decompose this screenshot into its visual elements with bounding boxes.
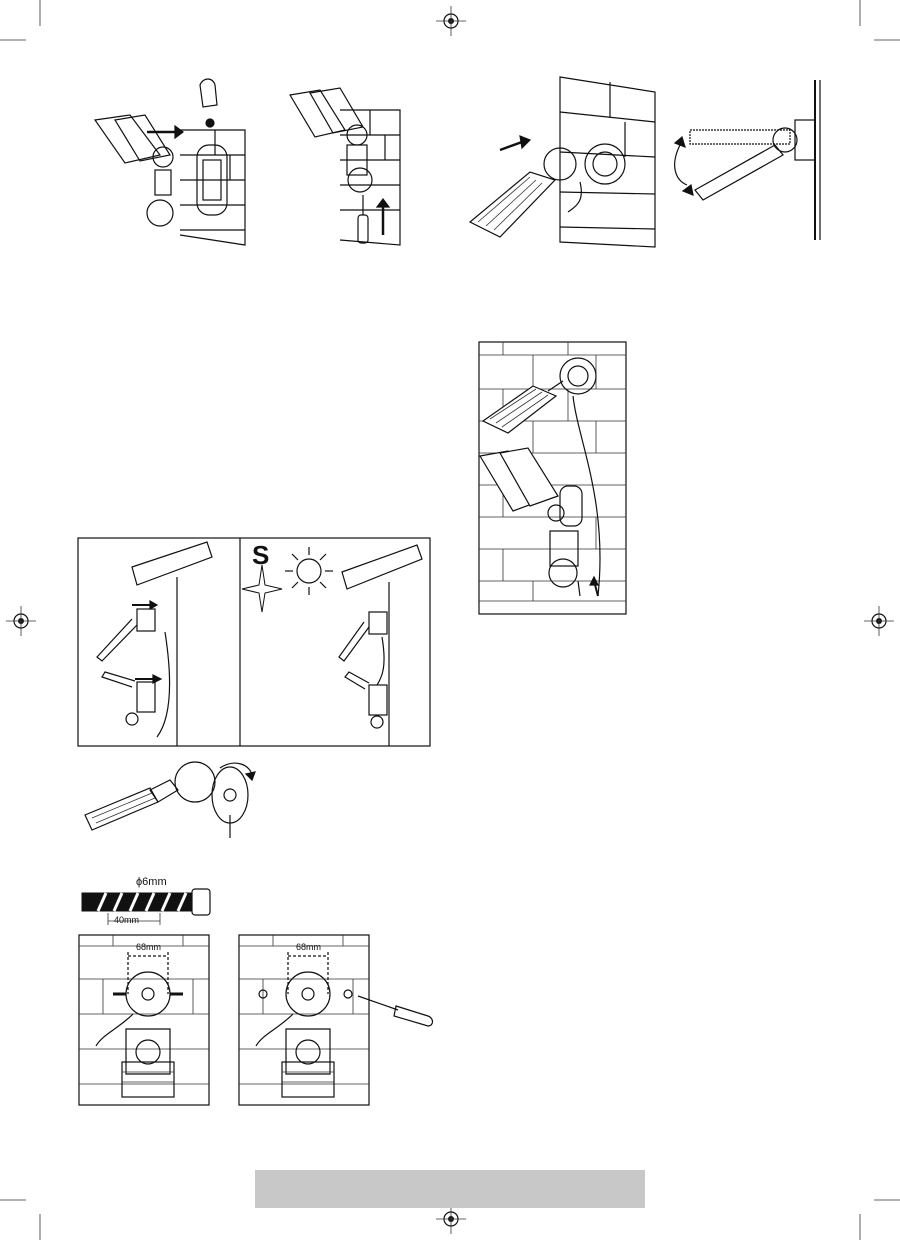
registration-mark-top [436,6,466,36]
figure-full-assembly-wall [478,341,627,615]
registration-mark-right [864,606,894,636]
figure-wall-bracket-spacing-left [78,934,210,1106]
figure-tighten-screw [289,87,401,246]
figure-rotate-bracket [84,761,256,838]
figure-south-sun-orientation [77,537,431,747]
figure-light-mounting-bracket [93,78,246,246]
registration-mark-bottom [436,1204,466,1234]
figure-solar-panel-mounting [468,76,656,248]
figure-wall-bracket-spacing-right [238,934,434,1106]
figure-panel-angle-adjust [673,80,821,240]
spacing-label-left: 68mm [136,942,162,952]
compass-south-label: S [252,540,270,570]
drill-diameter-label: ϕ6mm [136,876,167,888]
drill-depth-label: 40mm [114,915,140,925]
footer-bar [255,1170,645,1208]
registration-mark-left [6,606,36,636]
spacing-label-right: 68mm [296,942,322,952]
figure-drill-bit [81,888,211,925]
